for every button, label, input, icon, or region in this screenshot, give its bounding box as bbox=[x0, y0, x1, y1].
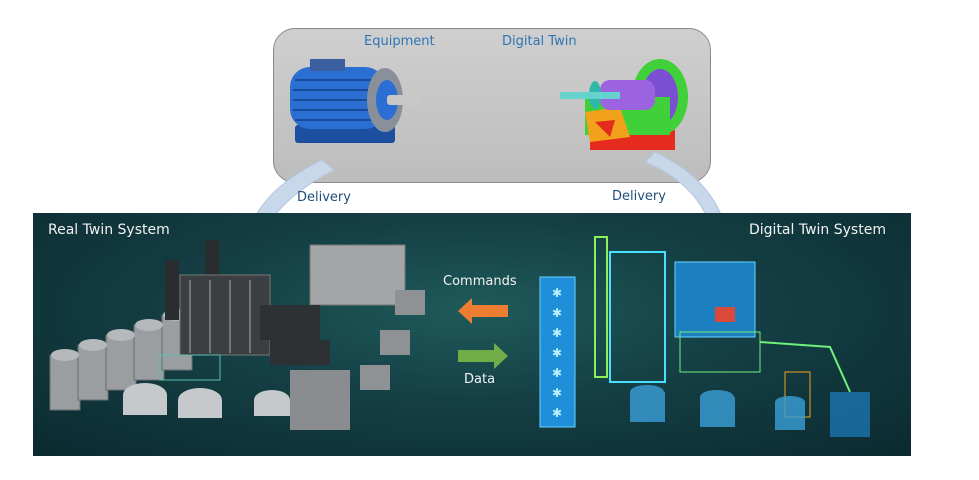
right-delivery-label: Delivery bbox=[612, 189, 666, 204]
svg-text:✱: ✱ bbox=[552, 406, 562, 420]
real-twin-system-label: Real Twin System bbox=[48, 222, 170, 238]
digital-twin-label: Digital Twin bbox=[502, 34, 577, 49]
commands-arrow bbox=[458, 298, 508, 324]
electric-motor-image bbox=[290, 59, 419, 143]
left-delivery-label: Delivery bbox=[297, 190, 351, 205]
svg-text:✱: ✱ bbox=[552, 386, 562, 400]
data-arrow bbox=[458, 343, 508, 369]
svg-text:✱: ✱ bbox=[552, 286, 562, 300]
commands-label: Commands bbox=[443, 274, 517, 289]
svg-text:✱: ✱ bbox=[552, 326, 562, 340]
equipment-label: Equipment bbox=[364, 34, 435, 49]
svg-text:✱: ✱ bbox=[552, 346, 562, 360]
digital-plant-image: ✱ ✱ ✱ ✱ ✱ ✱ ✱ bbox=[539, 236, 870, 437]
digital-twin-motor-image bbox=[560, 59, 688, 150]
data-label: Data bbox=[464, 372, 496, 387]
digital-twin-system-label: Digital Twin System bbox=[749, 222, 886, 238]
svg-text:✱: ✱ bbox=[552, 366, 562, 380]
real-plant-image bbox=[49, 240, 425, 430]
svg-text:✱: ✱ bbox=[552, 306, 562, 320]
